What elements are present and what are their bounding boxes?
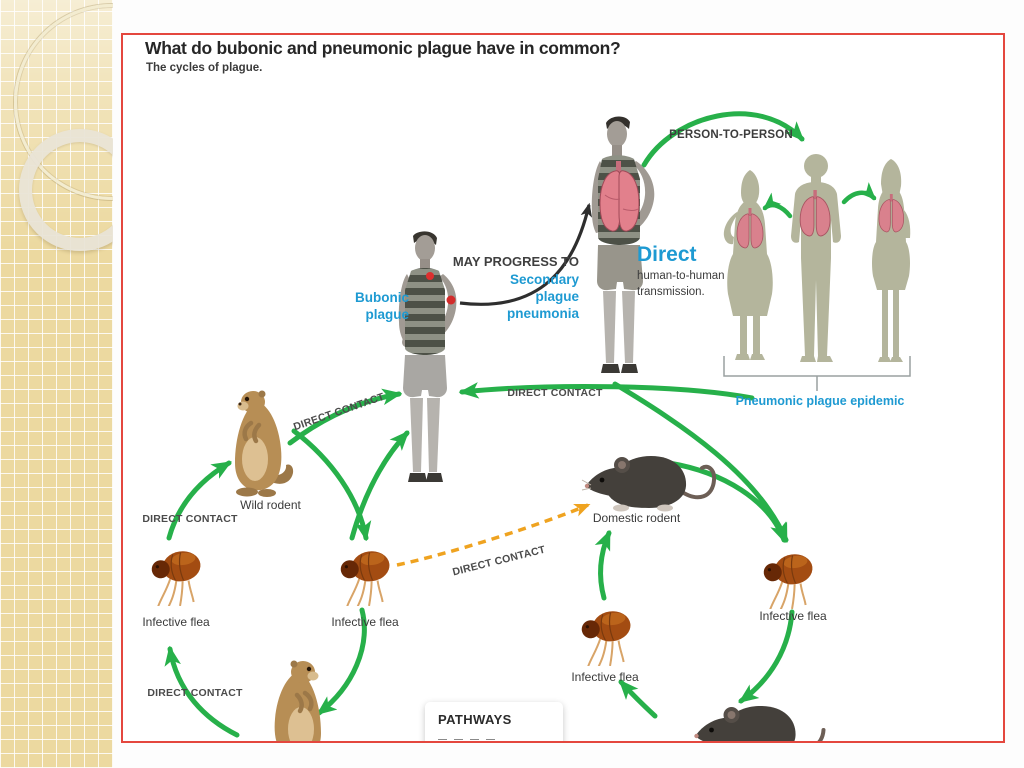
domestic-rodent-figure bbox=[581, 440, 717, 525]
cycle-arrows-layer bbox=[164, 111, 911, 738]
direct-contact-label-left: DIRECT CONTACT bbox=[142, 513, 238, 525]
arrow-bottom-flea-to-rat bbox=[594, 529, 612, 601]
arrow-wild-rodent-to-man bbox=[287, 388, 403, 446]
bubonic-plague-label: Bubonic plague bbox=[304, 289, 409, 323]
sidebar-decoration bbox=[0, 0, 113, 768]
wild-rodent-figure bbox=[207, 387, 307, 504]
direct-transmission-label: Direct human-to-human transmission. bbox=[637, 243, 777, 300]
person-to-person-label: PERSON-TO-PERSON bbox=[669, 129, 793, 141]
arrow-rat-to-right-flea bbox=[666, 460, 787, 544]
arrow-bottom-rat-to-bottom-flea bbox=[618, 679, 658, 719]
direct-title: Direct bbox=[637, 243, 697, 266]
secondary-plague-pneumonia-label: Secondary plague pneumonia bbox=[429, 271, 579, 322]
infective-flea-bottom-label: Infective flea bbox=[571, 670, 639, 684]
direct-contact-label-bottom-left: DIRECT CONTACT bbox=[147, 687, 243, 699]
infective-flea-right-label: Infective flea bbox=[759, 609, 827, 623]
bottom-domestic-rodent-figure bbox=[683, 690, 833, 741]
domestic-rodent-label: Domestic rodent bbox=[592, 511, 681, 525]
arrow-person-to-person bbox=[641, 111, 805, 168]
epidemic-bracket bbox=[723, 356, 911, 391]
pathways-clipped-line bbox=[438, 736, 563, 740]
bubonic-line-1: Bubonic bbox=[355, 290, 409, 305]
pneumonic-epidemic-label: Pneumonic plague epidemic bbox=[735, 394, 905, 408]
pneumonic-plague-man-figure bbox=[586, 115, 674, 388]
bubonic-line-2: plague bbox=[365, 307, 409, 322]
bubo-arm bbox=[446, 295, 456, 305]
arrow-to-left-silhouette bbox=[762, 192, 793, 219]
infective-flea-right-figure bbox=[761, 543, 817, 614]
bottom-wild-rodent-figure bbox=[249, 657, 349, 741]
wild-rodent-label: Wild rodent bbox=[240, 498, 301, 512]
arrow-right-flea-to-bottom-rat bbox=[738, 609, 795, 704]
arrow-center-flea-to-man bbox=[349, 430, 410, 541]
infective-flea-center-figure bbox=[338, 540, 394, 611]
pneumonic-epidemic-silhouettes bbox=[715, 150, 915, 370]
slide-title: What do bubonic and pneumonic plague hav… bbox=[145, 38, 621, 58]
secondary-line-2: plague bbox=[535, 289, 579, 304]
direct-contact-label-top: DIRECT CONTACT bbox=[507, 387, 603, 399]
slide-content-frame: What do bubonic and pneumonic plague hav… bbox=[121, 33, 1005, 743]
infective-flea-left-label: Infective flea bbox=[142, 615, 210, 629]
bubonic-plague-man-figure bbox=[385, 230, 465, 499]
may-progress-to-label: MAY PROGRESS TO bbox=[452, 254, 579, 269]
pathways-label: PATHWAYS bbox=[438, 712, 512, 727]
arrow-may-progress bbox=[459, 202, 593, 306]
infective-flea-bottom-figure bbox=[579, 600, 635, 671]
secondary-line-3: pneumonia bbox=[506, 306, 579, 321]
arrow-wild-rodent-to-center-flea bbox=[291, 428, 372, 542]
arrow-center-flea-to-bottom-dog bbox=[316, 607, 367, 716]
arrow-dashed-flea-to-rat bbox=[396, 503, 591, 567]
direct-sub-line-1: human-to-human bbox=[637, 270, 725, 282]
arrow-left-flea-to-wild-rodent bbox=[166, 460, 232, 541]
infective-flea-center-label: Infective flea bbox=[331, 615, 399, 629]
arrow-bottom-dog-to-left-flea bbox=[164, 645, 240, 738]
slide-subtitle: The cycles of plague. bbox=[146, 62, 263, 74]
arrow-to-right-silhouette bbox=[841, 182, 877, 205]
bubo-neck bbox=[426, 272, 434, 280]
pathways-box: PATHWAYS bbox=[425, 702, 563, 741]
infective-flea-left-figure bbox=[149, 540, 205, 611]
secondary-line-1: Secondary bbox=[509, 272, 579, 287]
direct-sub-line-2: transmission. bbox=[637, 285, 705, 298]
pneumonic-lungs bbox=[599, 161, 640, 232]
silhouette-lungs bbox=[736, 190, 905, 249]
